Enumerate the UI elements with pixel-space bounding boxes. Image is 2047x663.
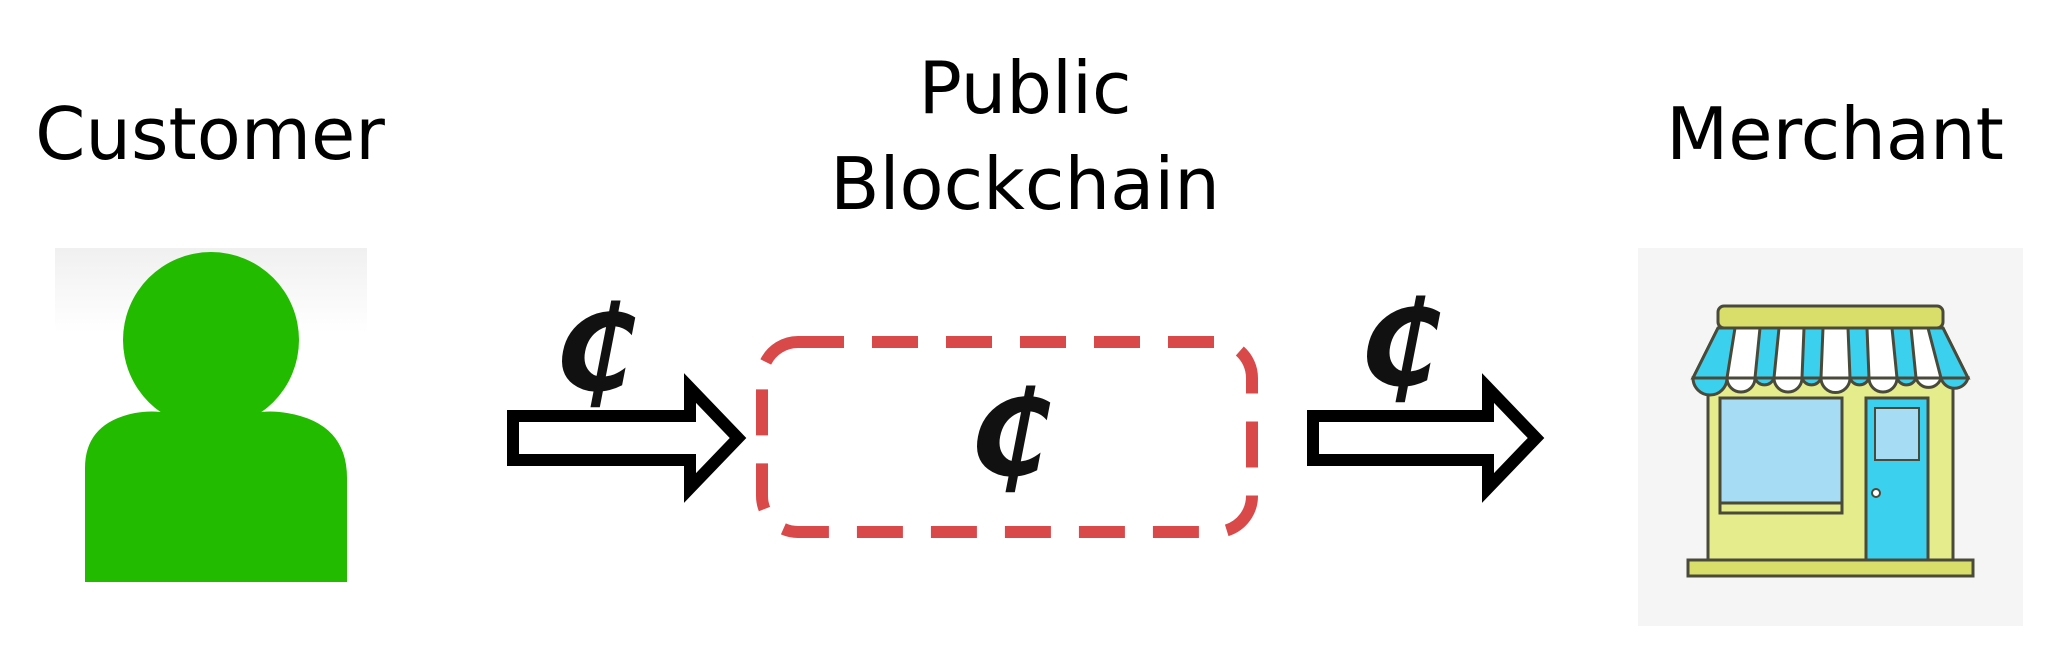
storefront-icon: [1638, 248, 2023, 626]
right-arrow-icon: [507, 373, 747, 503]
person-body: [85, 411, 347, 582]
blockchain-label-line1: Public: [918, 46, 1132, 130]
merchant-label: Merchant: [1666, 92, 2004, 176]
person-head: [123, 252, 299, 428]
blockchain-box: [756, 336, 1258, 538]
customer-label: Customer: [35, 92, 385, 176]
crypto-coin-icon: ₵: [1359, 275, 1441, 413]
right-arrow-icon: [1307, 373, 1545, 503]
blockchain-label-line2: Blockchain: [830, 142, 1220, 226]
crypto-coin-icon: ₵: [554, 280, 636, 418]
customer-node: [55, 248, 367, 588]
blockchain-label: Public Blockchain: [760, 40, 1290, 232]
person-icon: [55, 248, 367, 588]
crypto-coin-icon: ₵: [969, 365, 1051, 503]
merchant-node: [1638, 248, 2023, 626]
